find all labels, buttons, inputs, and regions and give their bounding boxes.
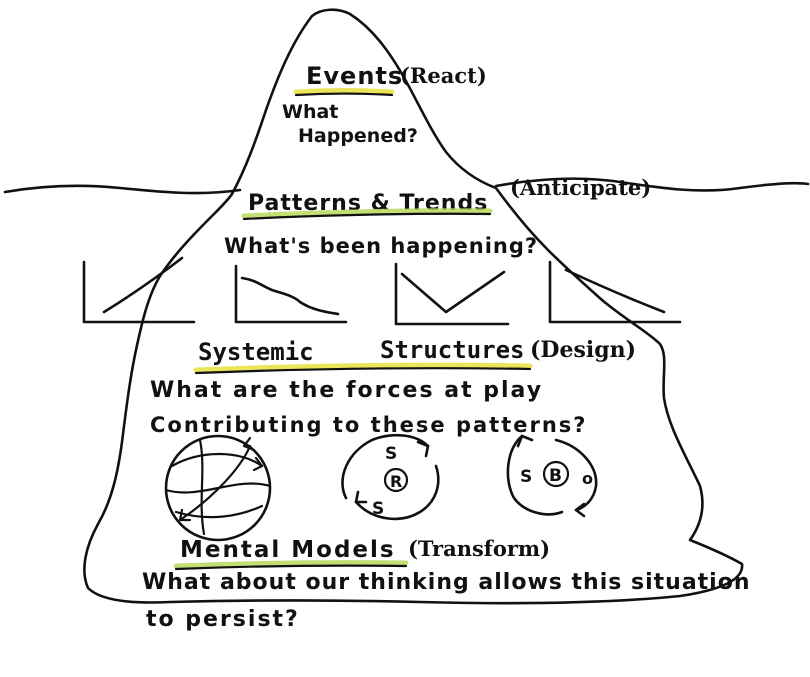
water-line bbox=[3, 177, 810, 195]
rising-trend-icon bbox=[82, 256, 196, 324]
events-question-line2: Happened? bbox=[298, 125, 418, 147]
mental-models-mode: (Transform) bbox=[408, 536, 550, 561]
balancing-loop-right-label: o bbox=[582, 469, 593, 488]
structures-title-part2: Structures bbox=[380, 336, 525, 364]
v-shaped-trend-icon bbox=[394, 262, 510, 326]
balancing-loop-left-label: S bbox=[520, 467, 532, 487]
structures-title-part1: Systemic bbox=[198, 338, 314, 366]
patterns-highlight bbox=[241, 208, 493, 219]
patterns-question: What's been happening? bbox=[224, 234, 538, 258]
structures-underline bbox=[194, 367, 532, 375]
mental-models-question-line2: to persist? bbox=[146, 607, 300, 632]
balancing-loop-center: B bbox=[549, 466, 562, 486]
mental-models-title: Mental Models bbox=[180, 537, 396, 563]
structures-question-line2: Contributing to these patterns? bbox=[150, 413, 587, 437]
patterns-mode: (Anticipate) bbox=[510, 175, 651, 200]
mental-models-underline bbox=[174, 564, 408, 571]
balancing-loop-icon bbox=[506, 434, 598, 518]
reinforcing-loop-center: R bbox=[390, 472, 402, 491]
events-question-line1: What bbox=[282, 101, 338, 123]
structures-highlight bbox=[193, 362, 533, 373]
events-mode: (React) bbox=[400, 63, 487, 88]
events-underline bbox=[294, 92, 394, 97]
declining-step-trend-icon bbox=[234, 264, 348, 324]
network-circle-icon bbox=[164, 434, 272, 542]
mental-models-highlight bbox=[173, 560, 409, 569]
reinforcing-loop-top-label: S bbox=[385, 444, 397, 464]
reinforcing-loop-bottom-label: S bbox=[372, 499, 384, 519]
mental-models-question-line1: What about our thinking allows this situ… bbox=[142, 570, 751, 595]
iceberg-outline bbox=[83, 8, 744, 605]
structures-question-line1: What are the forces at play bbox=[150, 378, 543, 403]
events-highlight bbox=[293, 88, 395, 95]
patterns-underline bbox=[242, 212, 492, 221]
falling-trend-icon bbox=[548, 260, 682, 324]
structures-mode: (Design) bbox=[530, 337, 636, 363]
events-title: Events bbox=[306, 62, 403, 90]
reinforcing-loop-icon bbox=[341, 433, 440, 521]
